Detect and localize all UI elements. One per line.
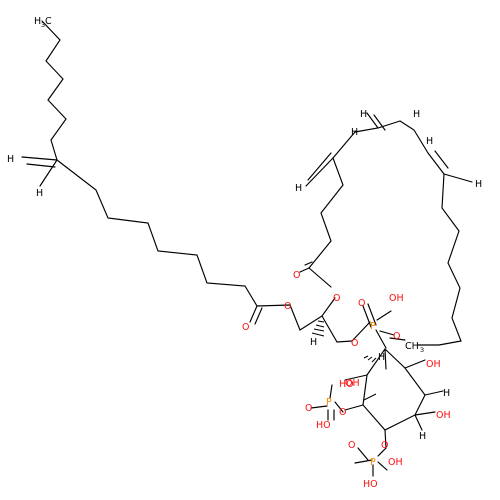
ester2-link-o: O <box>333 293 340 304</box>
glycerol-h: H <box>310 337 317 348</box>
phosphate-3 <box>354 447 388 477</box>
p1-double-o: O <box>358 298 365 309</box>
p2-ring-o: O <box>339 407 346 418</box>
ch3-top-sub: 3 <box>41 21 45 29</box>
ring-h-right: H <box>443 388 450 399</box>
alkene-h-upper: H <box>7 154 14 165</box>
diene-h-1: H <box>295 183 302 194</box>
p3-oh-bottom: HO <box>363 479 378 490</box>
phosphorus-3: P <box>370 457 376 468</box>
phosphorus-1: P <box>370 321 376 332</box>
p3-double-o: O <box>348 440 355 451</box>
ring-h-bottom: H <box>419 431 426 442</box>
phosphate-2 <box>310 384 344 421</box>
glycerol-backbone <box>289 297 353 343</box>
chain-end-ch: CH <box>405 341 419 352</box>
acyl-chain-2 <box>299 112 473 346</box>
p2-double-o: O <box>305 403 312 414</box>
diene-h-6: H <box>475 179 482 190</box>
p1-oh: OH <box>389 293 404 304</box>
ring-oh-right2: OH <box>436 410 451 421</box>
p3-ring-o: O <box>381 440 388 451</box>
ester1-carbonyl-o: O <box>242 322 249 333</box>
ester1-link-o: O <box>284 301 291 312</box>
glycerol-o-p: O <box>351 338 358 349</box>
p2-oh-bottom: HO <box>316 420 331 431</box>
ester2-carbonyl-o: O <box>293 270 300 281</box>
ring-oh-right: OH <box>426 359 441 370</box>
diene-h-3: H <box>360 109 367 120</box>
ch3-top-h: H <box>34 16 41 27</box>
atom-labels: H 3 C H H H H H H H H O O O O H O P O OH… <box>7 16 482 490</box>
p3-oh-right: OH <box>388 457 403 468</box>
p1-chain-o: O <box>393 331 400 342</box>
inositol-ring <box>344 348 444 449</box>
diene-h-4: H <box>413 109 420 120</box>
p2-oh-top: OH <box>345 378 360 389</box>
acyl-chain-1 <box>21 20 291 325</box>
alkene-h-lower: H <box>36 188 43 199</box>
phosphate-1 <box>351 303 406 349</box>
ring-h-top: H <box>378 352 385 363</box>
diene-h-2: H <box>351 127 358 138</box>
diene-h-5: H <box>426 136 433 147</box>
ch3-top-c: C <box>45 16 52 27</box>
chain-end-sub: 3 <box>420 346 424 354</box>
phosphorus-2: P <box>326 397 332 408</box>
ring-oh-left: HO <box>339 379 354 390</box>
